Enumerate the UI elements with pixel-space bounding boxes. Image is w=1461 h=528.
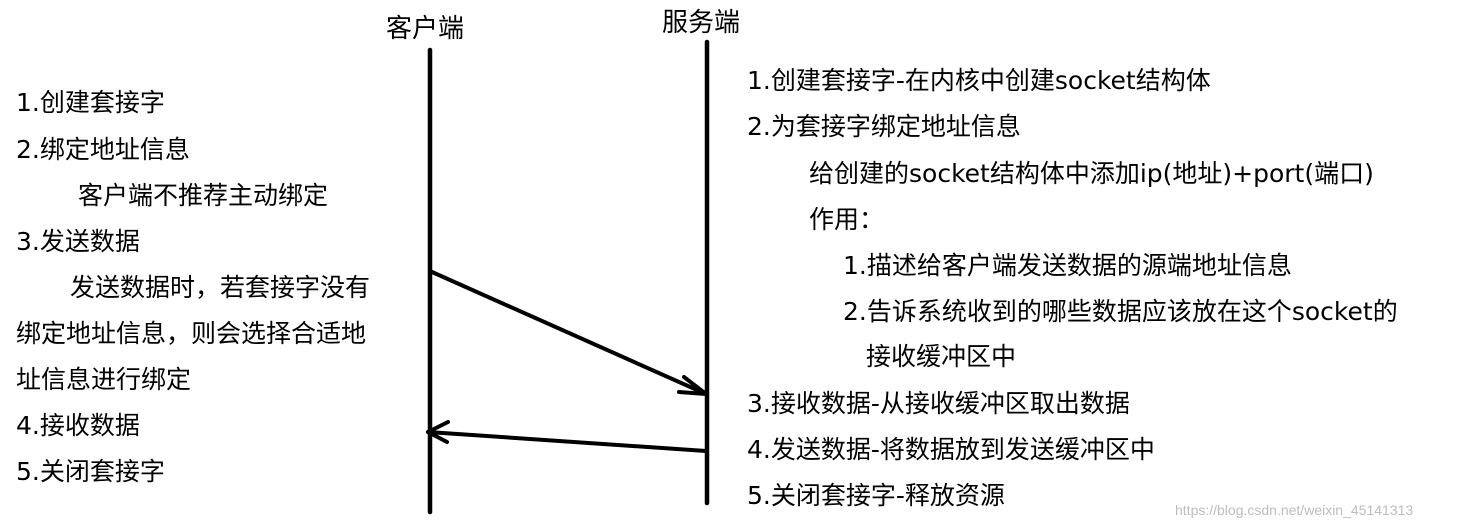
client-step-2: 2.绑定地址信息	[16, 135, 190, 164]
server-step-2-purpose-2-line-2: 接收缓冲区中	[866, 342, 1017, 371]
server-step-2: 2.为套接字绑定地址信息	[747, 112, 1021, 141]
reply-arrow-head	[426, 420, 450, 444]
server-step-2-purpose-label: 作用：	[809, 205, 885, 234]
server-step-2-detail: 给创建的socket结构体中添加ip(地址)+port(端口)	[809, 159, 1374, 188]
client-step-5: 5.关闭套接字	[16, 457, 165, 486]
server-step-4: 4.发送数据-将数据放到发送缓冲区中	[747, 435, 1155, 464]
server-step-3: 3.接收数据-从接收缓冲区取出数据	[747, 389, 1130, 418]
client-step-3-note-line-3: 址信息进行绑定	[16, 365, 192, 394]
reply-arrow	[426, 430, 708, 453]
send-arrow-head	[677, 375, 708, 396]
server-step-2-purpose-2-line-1: 2.告诉系统收到的哪些数据应该放在这个socket的	[843, 297, 1398, 326]
server-step-5: 5.关闭套接字-释放资源	[747, 481, 1005, 510]
client-step-4: 4.接收数据	[16, 411, 140, 440]
server-step-1: 1.创建套接字-在内核中创建socket结构体	[747, 66, 1211, 95]
send-arrow	[430, 270, 708, 396]
client-step-3-note-line-1: 发送数据时，若套接字没有	[70, 273, 371, 302]
client-header: 客户端	[386, 14, 465, 44]
server-header: 服务端	[662, 8, 741, 38]
client-step-3: 3.发送数据	[16, 227, 140, 256]
client-step-3-note-line-2: 绑定地址信息，则会选择合适地	[16, 319, 367, 348]
client-step-1: 1.创建套接字	[16, 88, 165, 117]
watermark-url: https://blog.csdn.net/weixin_45141313	[1175, 502, 1414, 518]
client-step-2-note: 客户端不推荐主动绑定	[78, 181, 329, 210]
server-step-2-purpose-1: 1.描述给客户端发送数据的源端地址信息	[843, 251, 1292, 280]
